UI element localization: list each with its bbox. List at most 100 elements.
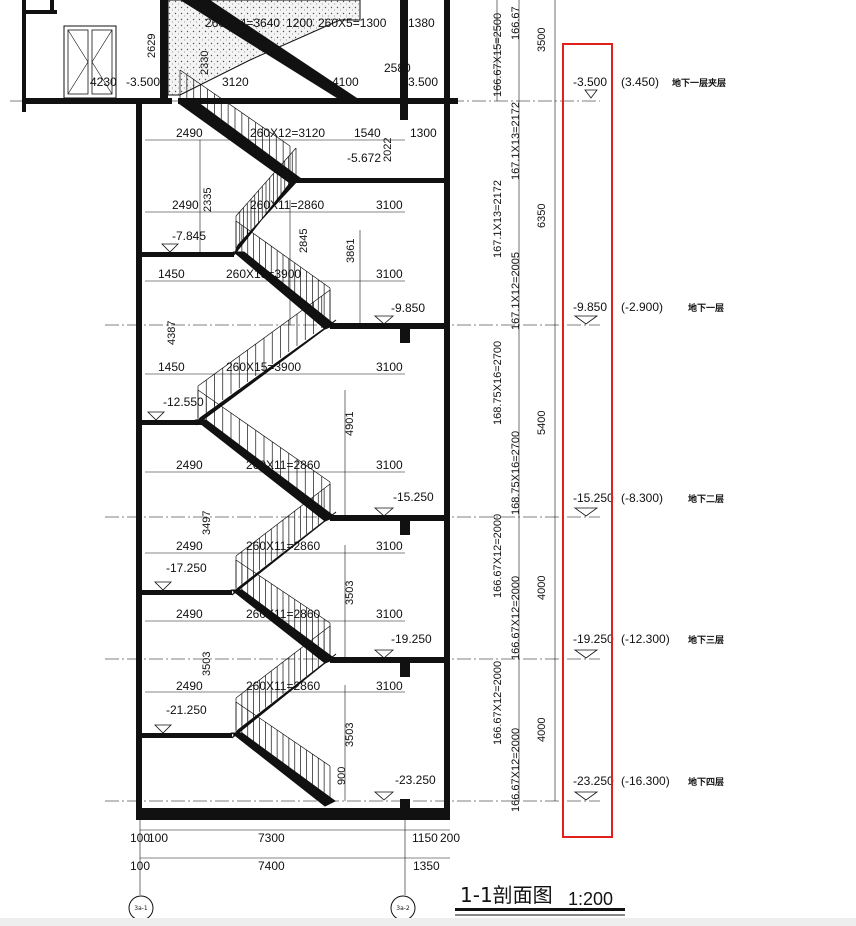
handrail [235,625,331,699]
dim-text: 260X11=2860 [246,458,321,472]
level-name: 地下一层夹层 [672,77,726,89]
dim-text: 5400 [536,411,548,435]
level-name: 地下一层 [688,302,724,314]
dim-text: 4100 [332,75,359,89]
level-name: 地下三层 [688,634,724,646]
dim-text: 7400 [258,859,285,873]
dim-text: 2490 [176,679,203,693]
dim-text: 260X14=3640 [205,16,280,30]
dim-text: 168.75X16=2700 [510,431,522,515]
railings [179,69,331,798]
handrail [197,289,331,387]
dim-text: 3503 [201,652,213,676]
dim-text: 260X11=2860 [246,539,321,553]
dim-text: 4000 [536,576,548,600]
dim-text: 166.67X12=2000 [510,728,522,812]
dim-text: 4901 [344,412,356,436]
dim-text: 7300 [258,831,285,845]
dim-text: 260X11=2860 [246,607,321,621]
drawing-title-block: 1-1剖面图 1:200 [455,883,625,916]
axis-label-1: 3a-1 [134,905,148,912]
dim-text: 260X11=2860 [250,198,325,212]
dim-text: 167.1X12=2005 [510,252,522,330]
dim-text: 2490 [172,198,199,212]
level-relative: (3.450) [621,75,659,89]
dim-text: 166.67X12=2000 [492,661,504,745]
dim-text: 1450 [158,360,185,374]
dim-text: 2490 [176,458,203,472]
dim-text: 4387 [166,321,178,345]
dim-text: 2629 [146,34,158,58]
dim-text: 4000 [536,718,548,742]
dim-text: 100 [130,859,150,873]
page-edge [0,918,856,926]
level-text: -9.850 [391,301,425,315]
dim-text: 2330 [199,51,211,75]
level-elevation: -19.250 [573,632,614,646]
dim-text: 100 [148,831,168,845]
dim-text: 3100 [376,198,403,212]
dim-text: 2490 [176,607,203,621]
dim-text: 3497 [201,511,213,535]
handrail [235,483,331,557]
level-relative: (-12.300) [621,632,670,646]
level-relative: (-8.300) [621,491,663,505]
level-text: -21.250 [166,703,207,717]
level-text: -17.250 [166,561,207,575]
walls [136,0,450,820]
level-name: 地下二层 [688,493,724,505]
highlight-box [562,43,613,838]
level-text: -5.672 [347,151,381,165]
dim-text: 100 [130,831,150,845]
mid-dim-text: 2490 260X12=3120 1540 1300 -5.672 2022 2… [158,126,437,787]
level-elevation: -9.850 [573,300,607,314]
level-text: -12.550 [163,395,204,409]
dim-text: 1200 [286,16,313,30]
handrail [235,220,331,289]
drawing-scale: 1:200 [568,889,613,909]
drawing-title: 1-1剖面图 [460,883,553,907]
dim-text: 3503 [344,723,356,747]
dim-text: 167.1X13=2172 [510,102,522,180]
level-text: -3.500 [126,75,160,89]
dim-text: 1150 [412,831,438,845]
dim-text: 900 [336,767,348,785]
dim-text: 3100 [376,267,403,281]
dim-text: 1300 [410,126,437,140]
dim-text: 200 [440,831,460,845]
dim-text: 3100 [376,539,403,553]
level-text: -7.845 [172,229,206,243]
handrail [235,559,331,624]
dim-text: 3861 [345,239,357,263]
dim-text: 3100 [376,360,403,374]
dim-text: 167.1X13=2172 [492,180,504,258]
dim-text: 166.67X12=2000 [510,576,522,660]
dim-text: 2845 [298,229,310,253]
handrail [197,389,331,483]
level-elevation: -3.500 [573,75,607,89]
dim-text: 260X5=1300 [318,16,387,30]
dim-text: 260X15=3900 [226,360,301,374]
upper-structure [22,0,458,120]
dim-text: 166.67 [510,6,522,40]
stair-flights [178,103,337,807]
dim-text: 3100 [376,607,403,621]
level-relative: (-2.900) [621,300,663,314]
bottom-dim-text: 100 100 7300 1150 200 100 7400 1350 [130,831,460,873]
dim-text: 3500 [536,28,548,52]
handrail [235,147,297,217]
top-dim-text: 260X14=3640 1200 260X5=1300 1380 2629 23… [90,6,548,97]
riser-dim-text: 167.1X13=2172 167.1X13=2172 167.1X12=200… [492,102,548,812]
dim-text: 3100 [376,458,403,472]
level-markers [147,89,599,801]
dim-text: 260X12=3120 [250,126,325,140]
level-text: -23.250 [395,773,436,787]
dim-text: 3100 [376,679,403,693]
dim-text: 260X15=3900 [226,267,301,281]
dim-text: 1380 [408,16,435,30]
handrail [179,69,291,147]
dim-lines [139,0,556,895]
dim-text: 4230 [90,75,117,89]
dim-text: 2490 [176,126,203,140]
